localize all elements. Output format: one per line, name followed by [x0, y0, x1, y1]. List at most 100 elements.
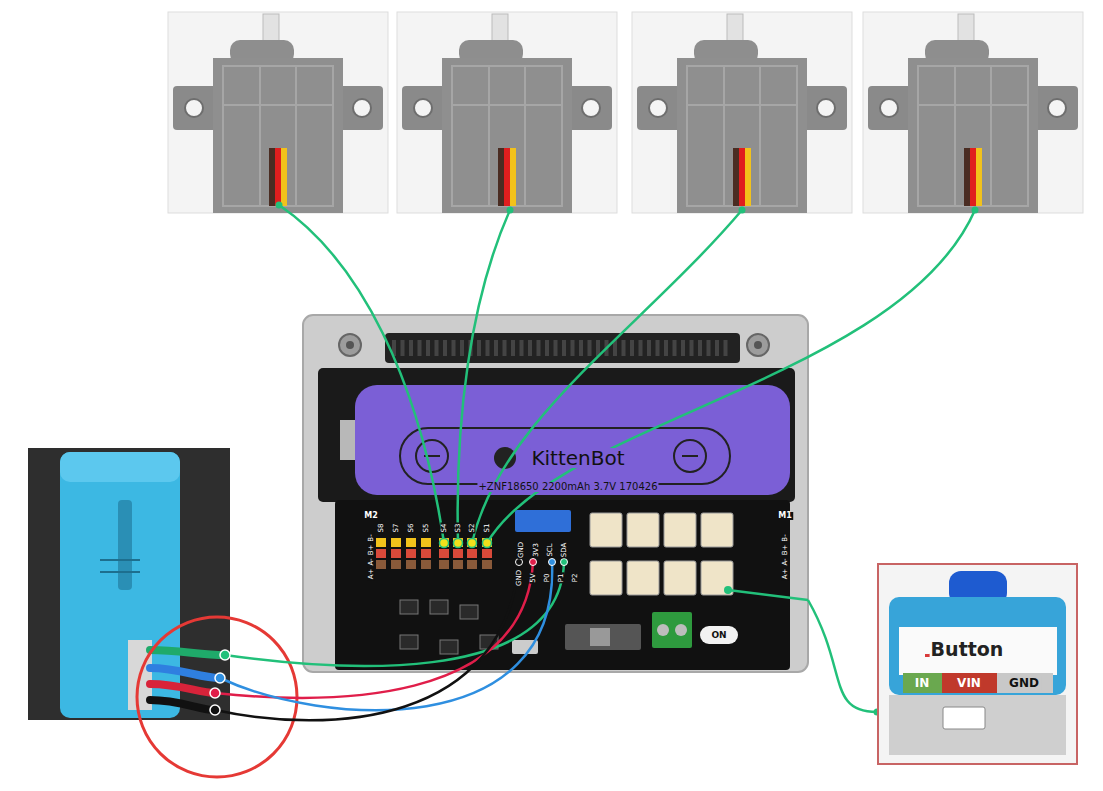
illustration-part — [545, 340, 549, 356]
module-label: Button — [930, 640, 1005, 659]
illustration-part — [100, 559, 140, 561]
illustration-part — [677, 58, 807, 213]
illustration-part — [918, 66, 1028, 206]
illustration-part — [863, 12, 1083, 213]
pin-label: B+ — [782, 544, 789, 557]
illustration-part — [520, 340, 524, 356]
sensor-picture — [28, 448, 230, 720]
illustration-part — [673, 340, 677, 356]
illustration-part — [817, 99, 835, 117]
pin-label: ON — [710, 631, 727, 640]
pin-label: B- — [782, 533, 789, 542]
illustration-part — [416, 440, 448, 472]
illustration-part — [754, 341, 762, 349]
illustration-part — [627, 561, 659, 595]
servo-picture — [632, 12, 852, 213]
sensor-wire — [220, 562, 552, 710]
illustration-part — [409, 340, 413, 356]
illustration-part — [747, 334, 769, 356]
board-frame: M2B-B+A-A+S8S7S6S5S4S3S2S1GND3V3SCLSDAGN… — [303, 315, 808, 672]
illustration-part — [467, 549, 477, 558]
illustration-part — [627, 513, 659, 547]
illustration-part — [453, 549, 463, 558]
illustration-part — [376, 549, 386, 558]
illustration-part — [687, 104, 797, 106]
illustration-part — [400, 428, 730, 484]
illustration-part — [401, 340, 405, 356]
illustration-part — [397, 12, 617, 213]
illustration-part — [739, 148, 745, 206]
illustration-part — [460, 340, 464, 356]
pin-label: M1 — [777, 512, 793, 520]
pin-label: B- — [368, 533, 375, 542]
illustration-part — [276, 202, 283, 209]
illustration-part — [406, 560, 416, 569]
illustration-part — [210, 705, 220, 715]
illustration-part — [453, 560, 463, 569]
illustration-part — [406, 538, 416, 547]
illustration-part — [150, 668, 220, 678]
button-picture — [877, 563, 1078, 765]
illustration-part — [150, 650, 225, 655]
illustration-part — [504, 148, 510, 206]
pin-label: 3V3 — [533, 542, 540, 558]
wire-group — [210, 202, 979, 721]
pin-label: A+ — [782, 568, 789, 581]
illustration-part — [223, 104, 333, 106]
illustration-part — [878, 564, 1077, 764]
illustration-part — [652, 612, 692, 648]
servo-wire — [458, 210, 510, 543]
illustration-part — [440, 539, 449, 548]
illustration-part — [674, 440, 706, 472]
illustration-part — [421, 549, 431, 558]
illustration-part — [565, 624, 641, 650]
illustration-part — [588, 340, 592, 356]
illustration-part — [339, 334, 361, 356]
module-label: VIN — [955, 676, 983, 690]
illustration-part — [452, 104, 562, 106]
illustration-part — [908, 58, 1038, 213]
illustration-part — [391, 538, 401, 547]
illustration-part — [698, 340, 702, 356]
illustration-part — [590, 561, 622, 595]
module-label: IN — [913, 676, 932, 690]
illustration-part — [442, 58, 572, 213]
module-label: GND — [1007, 676, 1041, 690]
pin-label: M2 — [363, 512, 379, 520]
illustration-part — [406, 549, 416, 558]
pin-label: SDA — [561, 542, 568, 559]
illustration-part — [353, 99, 371, 117]
pin-label: S5 — [423, 523, 430, 534]
illustration-part — [632, 12, 852, 213]
servo-wire — [472, 210, 742, 543]
illustration-part — [889, 597, 1066, 695]
button-wire — [728, 590, 808, 600]
illustration-part — [649, 99, 667, 117]
illustration-part — [346, 341, 354, 349]
illustration-part — [639, 340, 643, 356]
illustration-part — [440, 640, 458, 654]
illustration-part — [664, 340, 668, 356]
pin-label: SCL — [547, 542, 554, 557]
illustration-part — [880, 99, 898, 117]
servo-picture — [863, 12, 1083, 213]
pin-label: S8 — [378, 523, 385, 534]
illustration-part — [452, 66, 562, 206]
illustration-part — [385, 333, 740, 363]
illustration-part — [733, 148, 739, 206]
pin-label: P1 — [558, 573, 565, 584]
illustration-part — [701, 561, 733, 595]
illustration-part — [259, 66, 261, 206]
illustration-part — [964, 148, 970, 206]
pin-label: GND — [518, 541, 525, 559]
illustration-part — [482, 549, 492, 558]
pin-label: S3 — [455, 523, 462, 534]
illustration-part — [954, 66, 956, 206]
illustration-part — [498, 148, 504, 206]
illustration-part — [510, 148, 516, 206]
illustration-part — [468, 539, 477, 548]
illustration-part — [590, 513, 622, 547]
illustration-part — [630, 340, 634, 356]
